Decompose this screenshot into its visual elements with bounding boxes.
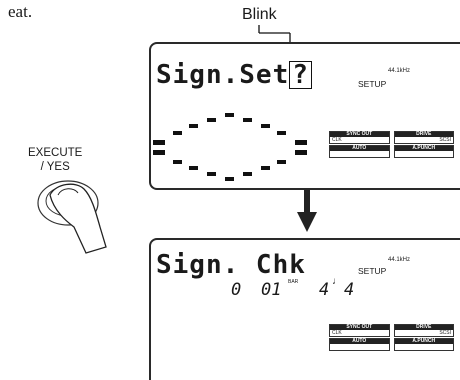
bar-value-a: 0 xyxy=(231,280,242,300)
freq-label: 44.1kHz xyxy=(388,68,411,74)
lcd-screen-sign-chk: Sign. Chk SETUP 44.1kHz 0 01 BAR 4 ♩ 4 S… xyxy=(149,238,460,380)
setup-label: SETUP xyxy=(358,266,387,276)
sync-out-indicator: SYNC OUT CLK xyxy=(329,324,390,337)
bar-label: BAR xyxy=(288,279,299,285)
freq-label: 44.1kHz xyxy=(388,257,411,263)
execute-button-press-icon xyxy=(37,180,107,254)
text-fragment: eat. xyxy=(8,2,33,21)
lcd-title: Sign. Chk xyxy=(156,250,306,280)
down-arrow-shaft xyxy=(304,188,310,214)
indicator-panel: SYNC OUT CLK DRIVE SCSI AUTO A.PUNCH xyxy=(329,324,454,352)
note-icon: ♩ xyxy=(332,276,342,287)
sync-out-indicator: SYNC OUT CLK xyxy=(329,131,390,144)
time-signature-denominator: 4 xyxy=(344,280,355,300)
auto-indicator: AUTO xyxy=(329,338,390,351)
apunch-indicator: A.PUNCH xyxy=(393,145,454,158)
blinking-char: ? xyxy=(289,61,312,89)
title-text: Sign.Set xyxy=(156,60,290,90)
drive-indicator: DRIVE SCSI xyxy=(393,324,454,337)
segment-ellipse xyxy=(153,113,307,181)
lcd-screen-sign-set: Sign.Set? SETUP 44.1kHz SYNC OUT CLK DRI… xyxy=(149,42,460,190)
apunch-indicator: A.PUNCH xyxy=(393,338,454,351)
drive-indicator: DRIVE SCSI xyxy=(393,131,454,144)
setup-label: SETUP xyxy=(358,79,387,89)
bar-value-b: 01 xyxy=(261,280,282,300)
lcd-title: Sign.Set? xyxy=(156,60,312,90)
indicator-panel: SYNC OUT CLK DRIVE SCSI AUTO A.PUNCH xyxy=(329,131,454,159)
time-signature-numerator: 4 xyxy=(319,280,330,300)
execute-yes-label: EXECUTE / YES xyxy=(28,147,83,173)
blink-label: Blink xyxy=(242,6,277,23)
down-arrow-head xyxy=(297,212,317,232)
auto-indicator: AUTO xyxy=(329,145,390,158)
